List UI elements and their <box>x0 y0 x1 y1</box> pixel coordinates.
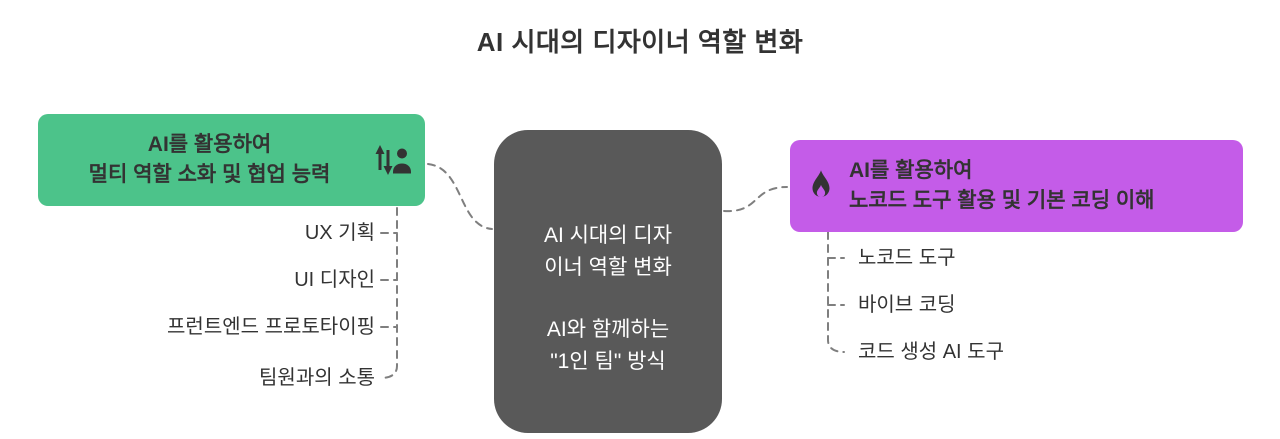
connector-center-to-right <box>723 186 788 213</box>
left-item-ui-design: UI 디자인 <box>294 269 375 291</box>
connector-left-to-center <box>427 163 493 230</box>
right-branch-title-line2: 노코드 도구 활용 및 기본 코딩 이해 <box>849 189 1155 212</box>
right-branch-title-line1: AI를 활용하여 <box>849 158 973 182</box>
right-item-code-gen-ai-tools: 코드 생성 AI 도구 <box>858 341 1004 363</box>
center-root-node: AI 시대의 디자 이너 역할 변화 AI와 함께하는 "1인 팀" 방식 <box>494 130 722 433</box>
flame-icon <box>806 169 836 203</box>
right-item-nocode-tools: 노코드 도구 <box>858 247 956 269</box>
connector-left-branch-trunk <box>380 207 398 379</box>
left-branch-node: AI를 활용하여 멀티 역할 소화 및 협업 능력 <box>38 114 425 206</box>
left-branch-title-line2: 멀티 역할 소화 및 협업 능력 <box>88 163 331 186</box>
role-swap-icon <box>373 142 413 178</box>
center-line4: "1인 팀" 방식 <box>550 349 666 373</box>
center-line2: 이너 역할 변화 <box>544 255 672 279</box>
connector-right-branch-trunk <box>827 231 845 353</box>
center-line3: AI와 함께하는 <box>546 318 670 341</box>
left-item-frontend-prototyping: 프런트엔드 프로토타이핑 <box>167 316 375 338</box>
right-branch-node: AI를 활용하여 노코드 도구 활용 및 기본 코딩 이해 <box>790 140 1243 232</box>
right-branch-title: AI를 활용하여 노코드 도구 활용 및 기본 코딩 이해 <box>849 156 1155 217</box>
left-item-team-communication: 팀원과의 소통 <box>259 367 375 389</box>
left-item-ux-planning: UX 기획 <box>304 222 375 244</box>
center-line1: AI 시대의 디자 <box>543 224 673 247</box>
right-item-vibe-coding: 바이브 코딩 <box>858 294 956 316</box>
left-branch-title: AI를 활용하여 멀티 역할 소화 및 협업 능력 <box>46 130 373 191</box>
diagram-title: AI 시대의 디자이너 역할 변화 <box>476 27 804 57</box>
left-branch-title-line1: AI를 활용하여 <box>147 132 272 156</box>
